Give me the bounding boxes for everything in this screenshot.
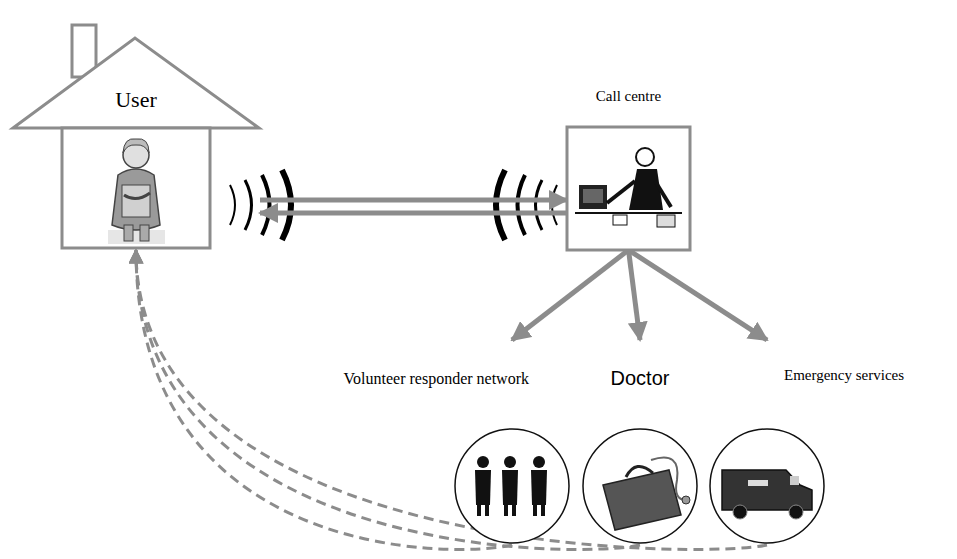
- doctor-circle: Doctor: [581, 340, 699, 545]
- node-outline: [12, 25, 260, 250]
- node-label: Emergency services: [782, 366, 906, 384]
- node-label: Call centre: [594, 87, 663, 105]
- node-label: User: [113, 87, 159, 113]
- volunteers-icon: [475, 456, 547, 516]
- dashed-response-arrow: [136, 250, 640, 549]
- call-arrow: [260, 211, 567, 216]
- node-outline: [567, 85, 690, 250]
- doctor-icon: [603, 458, 690, 531]
- operator-figure: [575, 148, 682, 227]
- call-centre-node: Call centre: [567, 85, 690, 250]
- volunteer-circle: Volunteer responder network: [453, 340, 571, 545]
- wave-arcs: [230, 170, 557, 240]
- dashed-response-arrow: [136, 250, 767, 549]
- call-arrow: [512, 250, 629, 340]
- call-arrow: [260, 198, 567, 203]
- elderly-user-figure: [108, 139, 165, 244]
- emergency-circle: Emergency services: [708, 340, 826, 545]
- call-arrow: [629, 250, 768, 340]
- node-label: Doctor: [609, 366, 672, 390]
- call-arrow: [629, 250, 641, 340]
- ambulance-icon: [722, 470, 812, 519]
- house-node: User: [12, 25, 260, 250]
- node-label: Volunteer responder network: [342, 369, 531, 388]
